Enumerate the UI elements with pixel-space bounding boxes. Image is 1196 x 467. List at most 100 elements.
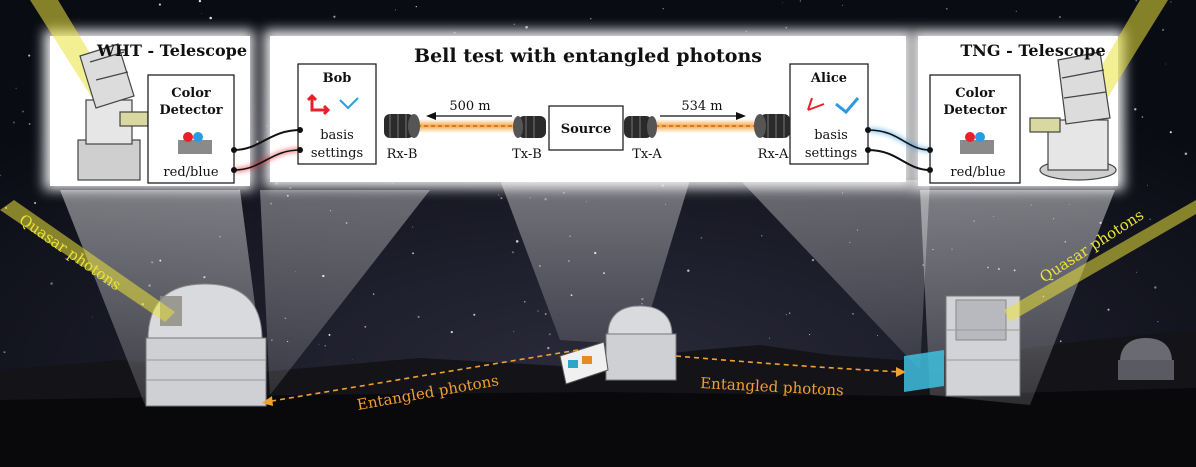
- star: [50, 282, 53, 285]
- tx-b-label: Tx-B: [512, 147, 542, 162]
- star: [22, 110, 24, 113]
- bob-name: Bob: [323, 71, 352, 86]
- star: [3, 351, 6, 354]
- star: [945, 7, 948, 10]
- star: [417, 315, 420, 318]
- rx-a-label: Rx-A: [758, 147, 789, 162]
- star: [1165, 63, 1167, 65]
- star: [547, 346, 550, 350]
- star: [198, 0, 202, 3]
- star: [500, 197, 503, 200]
- star: [28, 54, 31, 57]
- star: [318, 343, 320, 345]
- rx-b-lens: [384, 114, 420, 138]
- bob-connector-top: [297, 127, 303, 133]
- left-detector-label-1: Color: [171, 86, 211, 101]
- alice-box: [789, 63, 869, 165]
- star: [1184, 152, 1188, 156]
- star: [372, 293, 375, 295]
- star: [1147, 184, 1149, 186]
- star: [544, 313, 547, 315]
- star: [852, 313, 854, 315]
- left-detector-box: [147, 74, 235, 184]
- bob-basis-1: basis: [320, 128, 354, 143]
- star: [842, 4, 844, 6]
- star: [0, 174, 2, 177]
- left-detector-output: red/blue: [163, 165, 218, 180]
- right-detector-box: [929, 74, 1021, 184]
- entangled-path-right: [675, 355, 903, 373]
- star: [523, 300, 526, 303]
- star: [761, 235, 763, 237]
- right-distance-label: 534 m: [681, 99, 722, 114]
- star: [1015, 10, 1017, 12]
- star: [324, 345, 327, 347]
- right-detector-label-2: Detector: [943, 103, 1006, 118]
- star: [412, 226, 414, 228]
- alice-basis-1: basis: [814, 128, 848, 143]
- star: [515, 240, 519, 243]
- star: [513, 330, 515, 332]
- star: [415, 5, 417, 8]
- star: [497, 194, 500, 196]
- star: [1149, 218, 1151, 220]
- star: [687, 269, 690, 272]
- quasar-beam-tng: [1004, 200, 1196, 322]
- bob-box: [297, 63, 377, 165]
- star: [1169, 131, 1172, 134]
- left-fiber-red-core: [233, 149, 301, 171]
- right-fiber-blue-core: [867, 129, 931, 151]
- star: [209, 16, 212, 20]
- left-detector-chip: [178, 132, 212, 154]
- star: [1141, 116, 1144, 118]
- entangled-arrowhead-right: [896, 367, 906, 377]
- star: [412, 252, 414, 255]
- star: [1170, 1, 1172, 3]
- star: [1135, 271, 1137, 273]
- rx-a-lens: [754, 114, 790, 138]
- star: [333, 15, 336, 18]
- bob-basis-blue-icon: [339, 97, 359, 110]
- source-box: [548, 105, 624, 151]
- star: [1161, 28, 1165, 32]
- right-detector-output: red/blue: [950, 165, 1005, 180]
- star: [1059, 340, 1062, 343]
- star: [511, 251, 514, 254]
- left-telescope-title: WHT - Telescope: [96, 41, 247, 60]
- star: [789, 312, 791, 314]
- star: [1157, 320, 1159, 323]
- right-detector-label-1: Color: [955, 86, 995, 101]
- star: [811, 258, 815, 262]
- star: [1058, 16, 1061, 18]
- main-title: Bell test with entangled photons: [414, 45, 762, 67]
- star: [394, 9, 396, 11]
- alice-name: Alice: [810, 71, 847, 86]
- star: [256, 140, 259, 143]
- left-connector-bottom: [231, 167, 237, 173]
- star: [785, 26, 788, 29]
- source-label: Source: [561, 122, 612, 137]
- tx-b-lens: [513, 116, 546, 138]
- tx-a-lens: [624, 116, 657, 138]
- star: [450, 331, 453, 334]
- star: [548, 333, 551, 336]
- tng-telescope-drawing: [1029, 51, 1117, 181]
- tx-a-label: Tx-A: [632, 147, 662, 162]
- left-connector-top: [231, 147, 237, 153]
- alice-basis-blue-icon: [835, 97, 860, 115]
- quasar-beam-wht: [0, 200, 175, 322]
- bob-connector-bottom: [297, 147, 303, 153]
- star: [662, 8, 664, 10]
- star: [473, 313, 476, 316]
- star: [809, 334, 811, 336]
- beam-right-alice: [740, 180, 930, 370]
- star: [877, 334, 879, 336]
- alice-basis-red-icon: [807, 97, 825, 111]
- star: [158, 3, 161, 6]
- bob-basis-red-icon: [306, 93, 331, 116]
- right-telescope-title: TNG - Telescope: [960, 41, 1105, 60]
- star: [782, 2, 784, 4]
- rx-b-label: Rx-B: [387, 147, 418, 162]
- star: [1107, 308, 1110, 311]
- star: [785, 314, 788, 316]
